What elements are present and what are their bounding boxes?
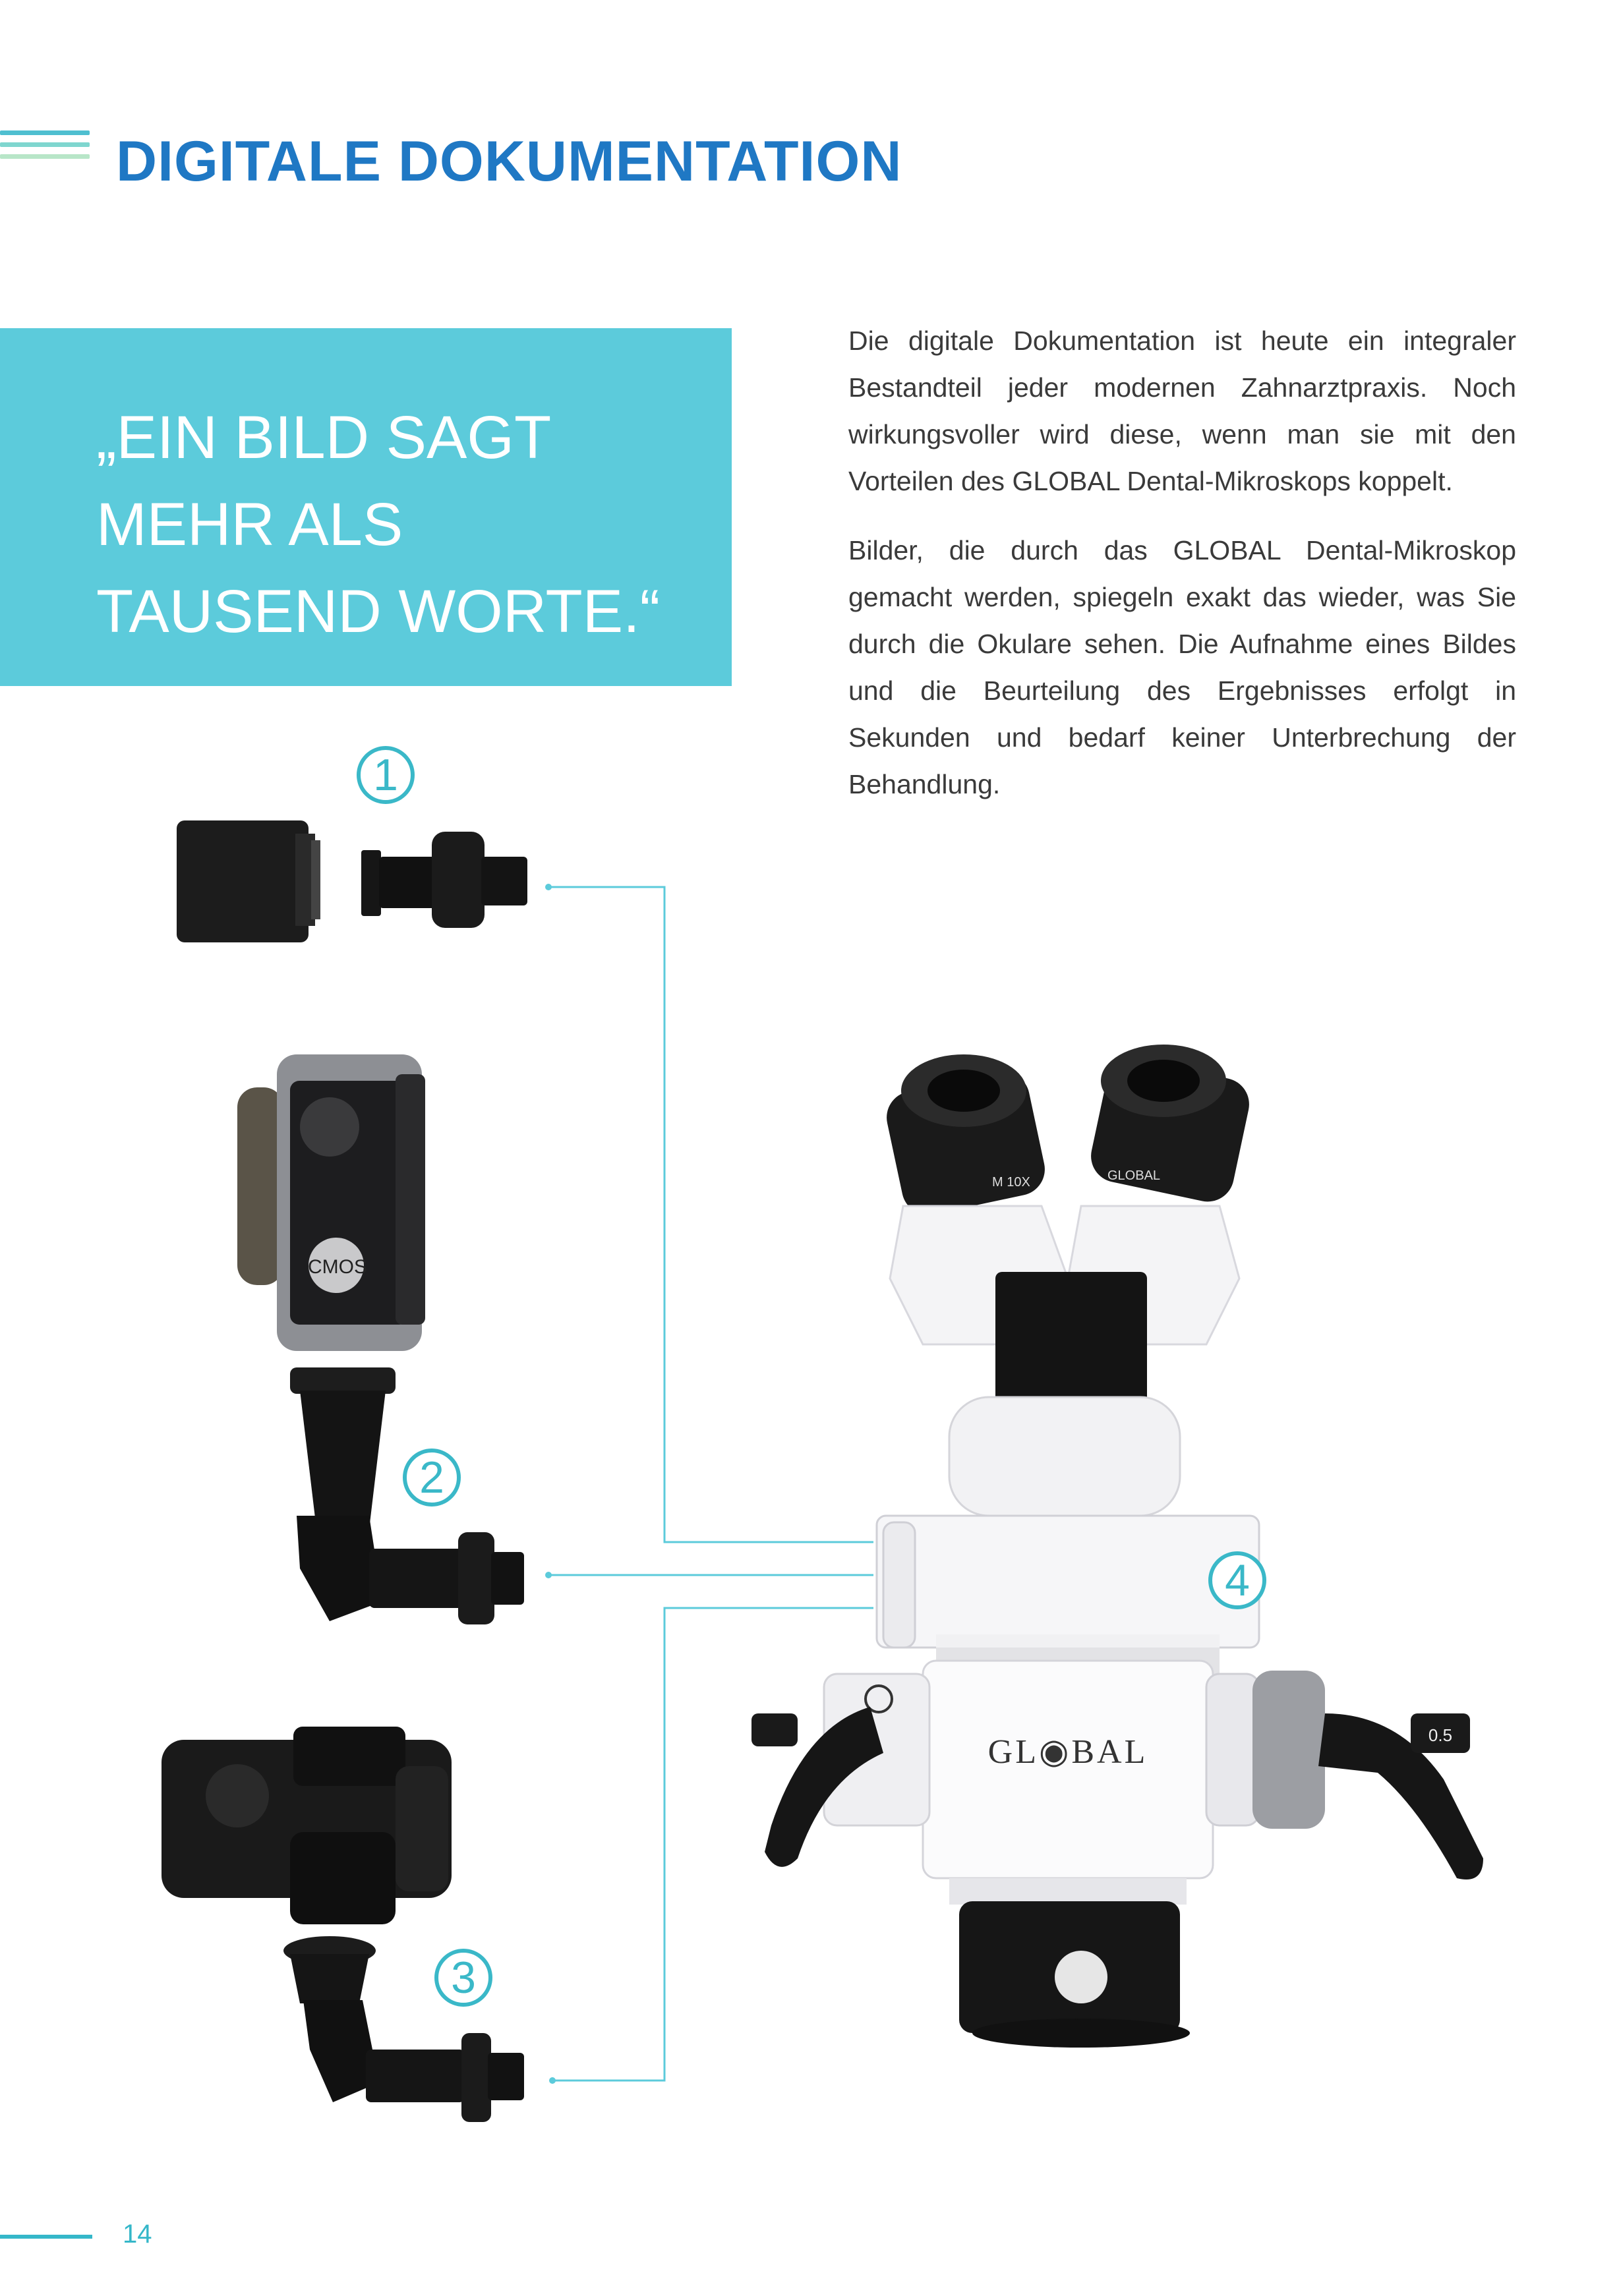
handle-label: 0.5 bbox=[1428, 1725, 1452, 1745]
badge-3: 3 bbox=[434, 1949, 492, 2007]
dslr-camera-image bbox=[162, 1727, 452, 1924]
body-paragraph-2: Bilder, die durch das GLOBAL Dental-Mikr… bbox=[848, 535, 1516, 799]
eyepiece-label-right: GLOBAL bbox=[1107, 1168, 1160, 1183]
page-title: DIGITALE DOKUMENTATION bbox=[116, 130, 902, 193]
page-number-line bbox=[0, 2235, 92, 2239]
dslr-adapter-image bbox=[283, 1936, 524, 2122]
camcorder-adapter-image bbox=[290, 1367, 524, 1624]
connector-lines bbox=[545, 884, 873, 2084]
cmount-adapter-image bbox=[361, 832, 527, 928]
badge-1: 1 bbox=[357, 746, 415, 804]
camcorder-label: CMOS bbox=[308, 1256, 367, 1278]
badge-2: 2 bbox=[403, 1449, 461, 1507]
page-number: 14 bbox=[123, 2220, 152, 2249]
body-paragraph-1: Die digitale Dokumentation ist heute ein… bbox=[848, 326, 1516, 496]
microscope-brand-text: GL◉BAL bbox=[988, 1733, 1148, 1771]
header-accent-lines bbox=[0, 130, 90, 177]
badge-4: 4 bbox=[1208, 1551, 1266, 1609]
cmount-camera-image bbox=[177, 820, 320, 942]
quote-box bbox=[0, 328, 732, 686]
eyepiece-label-left: M 10X bbox=[992, 1175, 1030, 1190]
microscope-image: M 10X GLOBAL GL◉BAL 0.5 bbox=[751, 1045, 1483, 2048]
camcorder-image: CMOS bbox=[237, 1054, 425, 1351]
quote-text: „EIN BILD SAGT MEHR ALS TAUSEND WORTE.“ bbox=[96, 404, 661, 645]
